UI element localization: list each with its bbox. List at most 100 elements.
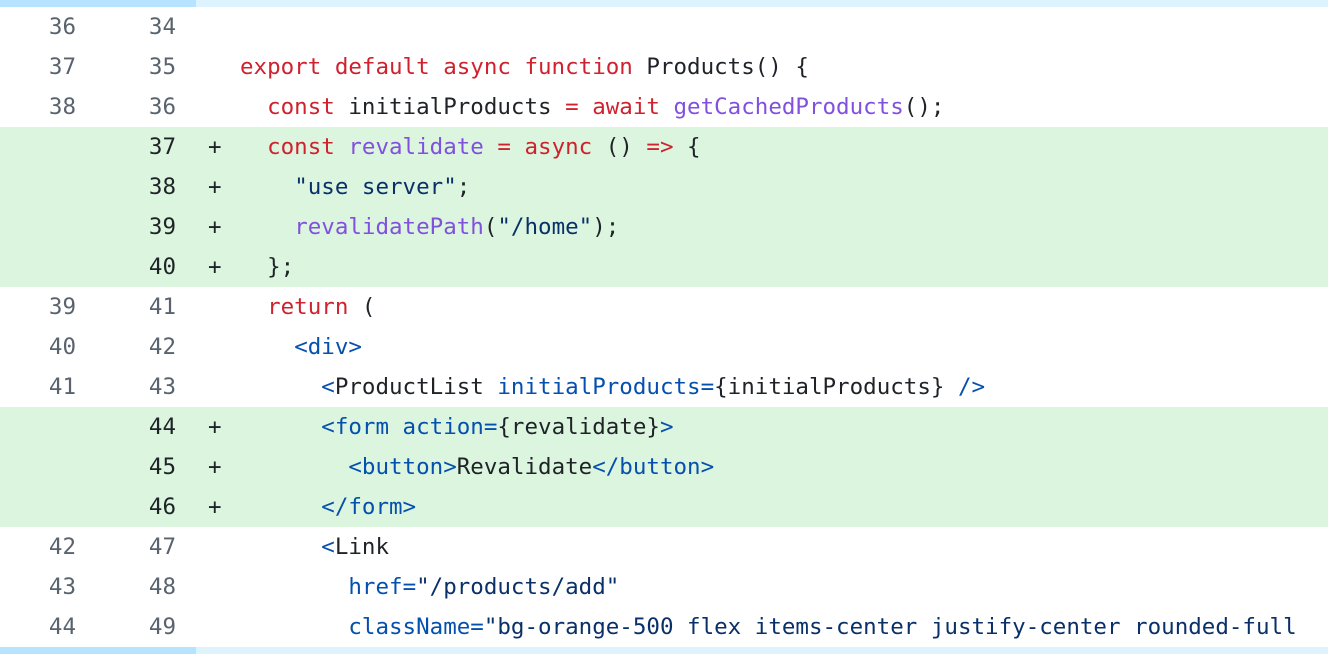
hunk-top-border	[0, 0, 1328, 7]
diff-marker: +	[208, 174, 222, 200]
old-line-number[interactable]: 39	[48, 294, 76, 320]
diff-marker: +	[208, 494, 222, 520]
diff-marker: +	[208, 454, 222, 480]
old-line-number[interactable]: 42	[48, 534, 76, 560]
code-line: const initialProducts = await getCachedP…	[240, 87, 1328, 127]
old-line-number[interactable]	[0, 447, 76, 487]
diff-marker: +	[208, 214, 222, 240]
old-line-number[interactable]	[0, 407, 76, 447]
code-token: Link	[334, 534, 390, 560]
code-line: className="bg-orange-500 flex items-cent…	[240, 607, 1328, 647]
new-line-number[interactable]: 40	[148, 254, 176, 280]
code-token: await	[592, 94, 660, 120]
code-token	[484, 134, 498, 160]
new-line-number[interactable]: 38	[148, 174, 176, 200]
code-token: (	[483, 214, 498, 240]
diff-line-context: 38 36 const initialProducts = await getCa…	[0, 87, 1328, 127]
code-token	[511, 134, 525, 160]
new-line-number[interactable]: 34	[148, 14, 176, 40]
code-line: <div>	[240, 327, 1328, 367]
code-token: =	[470, 614, 484, 640]
code-token: Products() {	[632, 54, 809, 80]
code-token: =	[483, 414, 498, 440]
code-token: ;	[456, 174, 471, 200]
code-token: <	[321, 374, 335, 400]
old-line-number[interactable]	[0, 167, 76, 207]
code-token: const	[267, 134, 335, 160]
code-token: ()	[592, 134, 647, 160]
diff-line-added: 38 + "use server";	[0, 167, 1328, 207]
code-line: <ProductList initialProducts={initialPro…	[240, 367, 1328, 407]
diff-line-added: 46 + </form>	[0, 487, 1328, 527]
code-token	[240, 494, 321, 520]
old-line-number[interactable]: 44	[48, 614, 76, 640]
code-token: "/products/add"	[416, 574, 620, 600]
code-token: const	[267, 94, 335, 120]
old-line-number[interactable]	[0, 487, 76, 527]
code-line: <form action={revalidate}>	[240, 407, 1328, 447]
code-line: </form>	[240, 487, 1328, 527]
code-token: revalidate	[348, 134, 484, 160]
diff-marker: +	[208, 134, 222, 160]
code-token: };	[240, 254, 295, 280]
old-line-number[interactable]: 36	[48, 14, 76, 40]
new-line-number[interactable]: 41	[148, 294, 176, 320]
old-line-number[interactable]: 38	[48, 94, 76, 120]
code-token: =	[700, 374, 715, 400]
code-token	[579, 94, 593, 120]
new-line-number[interactable]: 46	[148, 494, 176, 520]
old-line-number[interactable]	[0, 127, 76, 167]
new-line-number[interactable]: 49	[148, 614, 176, 640]
diff-line-context: 40 42 <div>	[0, 327, 1328, 367]
diff-line-added: 45+ <button>Revalidate</button>	[0, 447, 1328, 487]
old-line-number[interactable]: 43	[48, 574, 76, 600]
new-line-number[interactable]: 39	[148, 214, 176, 240]
new-line-number[interactable]: 48	[148, 574, 176, 600]
code-token: action	[389, 414, 484, 440]
code-token	[240, 294, 267, 320]
code-token: =	[497, 134, 511, 160]
code-token: <form	[321, 414, 390, 440]
old-line-number[interactable]: 41	[48, 374, 76, 400]
new-line-number[interactable]: 43	[148, 374, 176, 400]
new-line-number[interactable]: 42	[148, 334, 176, 360]
code-token: </button>	[592, 454, 715, 480]
new-line-number[interactable]: 36	[148, 94, 176, 120]
diff-line-context: 36 34	[0, 7, 1328, 47]
old-line-number[interactable]	[0, 247, 76, 287]
diff-line-added: 40+ };	[0, 247, 1328, 287]
code-token: initialProducts	[334, 94, 566, 120]
code-token: export default async function	[240, 54, 633, 80]
code-line: return (	[240, 287, 1328, 327]
code-token: <button>	[348, 454, 457, 480]
code-token: {	[673, 134, 701, 160]
code-token: {revalidate}	[497, 414, 660, 440]
diff-line-added: 39+ revalidatePath("/home");	[0, 207, 1328, 247]
code-token	[240, 174, 294, 200]
diff-marker: +	[208, 414, 222, 440]
code-token: "use server"	[294, 174, 457, 200]
diff-line-context: 37 35 export default async function Produc…	[0, 47, 1328, 87]
code-token: return	[267, 294, 349, 320]
old-line-number[interactable]: 40	[48, 334, 76, 360]
code-token	[240, 374, 321, 400]
new-line-number[interactable]: 44	[148, 414, 176, 440]
new-line-number[interactable]: 47	[148, 534, 176, 560]
old-line-number[interactable]: 37	[48, 54, 76, 80]
code-token: initialProducts	[483, 374, 701, 400]
code-token: );	[592, 214, 620, 240]
code-token: =	[565, 94, 579, 120]
new-line-number[interactable]: 35	[148, 54, 176, 80]
old-line-number[interactable]	[0, 207, 76, 247]
code-token: ();	[903, 94, 945, 120]
new-line-number[interactable]: 45	[148, 454, 176, 480]
new-line-number[interactable]: 37	[148, 134, 176, 160]
code-token: "/home"	[497, 214, 593, 240]
code-token: (	[348, 294, 376, 320]
gutter-border	[0, 647, 196, 654]
code-token: className	[348, 614, 471, 640]
diff-line-added: 44 + <form action={revalidate}>	[0, 407, 1328, 447]
